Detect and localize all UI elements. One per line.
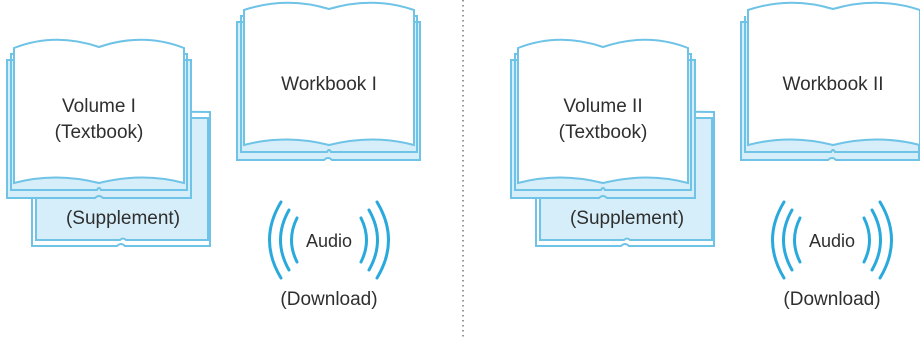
textbook-left — [6, 38, 192, 199]
audio-waves-right — [771, 200, 893, 280]
workbook-title-left: Workbook I — [281, 74, 377, 95]
textbook-right — [510, 38, 696, 199]
audio-label-left: Audio — [305, 231, 353, 251]
workbook-left — [236, 1, 421, 161]
textbook-name-right: Volume II — [563, 96, 643, 117]
workbook-title-right: Workbook II — [782, 74, 884, 95]
download-label-right: (Download) — [783, 289, 881, 310]
textbook-name-left: Volume I — [62, 96, 136, 117]
supplement-label-right: (Supplement) — [569, 208, 685, 229]
workbook-right — [740, 1, 920, 161]
audio-waves-left — [268, 200, 390, 280]
textbook-title-right: Volume II (Textbook) — [518, 94, 688, 146]
textbook-type-right: (Textbook) — [558, 122, 648, 143]
textbook-title-left: Volume I (Textbook) — [14, 94, 184, 146]
audio-label-right: Audio — [808, 231, 856, 251]
download-label-left: (Download) — [280, 289, 378, 310]
textbook-type-left: (Textbook) — [54, 122, 144, 143]
supplement-label-left: (Supplement) — [65, 208, 181, 229]
